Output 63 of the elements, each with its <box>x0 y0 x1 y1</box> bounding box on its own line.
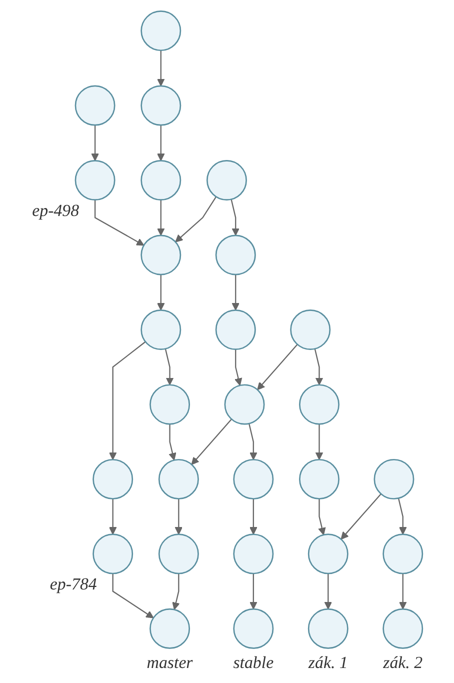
branch-label: ep-784 <box>49 574 96 594</box>
commit-circle <box>74 85 115 126</box>
arrow <box>231 274 240 310</box>
arrow <box>156 125 164 162</box>
branch-label: zák. 1 <box>308 652 348 672</box>
branch-label: zák. 2 <box>382 652 422 672</box>
arrow <box>108 498 116 535</box>
arrow <box>249 498 257 535</box>
arrow <box>94 200 144 246</box>
commit-circle <box>382 534 423 574</box>
arrow <box>256 344 298 390</box>
commit-circle <box>307 534 348 574</box>
arrow <box>324 574 332 610</box>
arrow <box>249 574 257 610</box>
commit-circle <box>232 608 274 649</box>
arrow <box>156 274 164 310</box>
arrow <box>174 196 216 242</box>
arrow <box>340 494 381 540</box>
commit-circle <box>382 608 423 649</box>
arrow <box>314 348 323 386</box>
commit-circle <box>206 160 246 200</box>
commit-circle <box>140 10 181 52</box>
arrow <box>164 348 174 386</box>
arrow <box>172 574 180 610</box>
arrow <box>314 424 323 460</box>
branch-label: stable <box>232 652 274 672</box>
arrow <box>190 418 232 465</box>
commit-circle <box>214 309 256 350</box>
commit-circle <box>149 608 190 649</box>
commit-circle <box>232 534 274 574</box>
commit-circle <box>140 85 181 126</box>
commit-circle <box>290 309 330 350</box>
arrow <box>234 349 242 386</box>
arrow <box>174 498 182 535</box>
commit-circle <box>92 534 133 574</box>
commit-circle <box>92 458 133 500</box>
commit-circle <box>74 160 115 200</box>
branch-label: ep-498 <box>32 200 79 220</box>
commit-circle <box>298 458 339 500</box>
commit-circle <box>373 458 414 500</box>
commit-circle <box>140 160 181 200</box>
arrow <box>398 574 406 610</box>
commit-circle <box>214 234 256 276</box>
commit-circle <box>140 309 181 350</box>
arrow <box>168 424 176 460</box>
branch-label: master <box>146 652 192 672</box>
commit-circle <box>158 534 198 574</box>
arrow <box>397 498 406 535</box>
commit-circle <box>307 608 348 649</box>
commit-circle <box>158 458 198 500</box>
arrow <box>112 574 154 618</box>
commit-circle <box>232 458 274 500</box>
arrow <box>248 423 257 460</box>
arrow <box>156 200 164 236</box>
commit-circle <box>224 384 264 425</box>
commit-circle <box>149 384 190 425</box>
arrow <box>108 341 146 460</box>
commit-circle <box>140 234 181 276</box>
arrow <box>90 125 98 162</box>
commit-circle <box>298 384 339 425</box>
arrow <box>156 50 164 86</box>
arrow <box>230 199 240 236</box>
arrow <box>318 498 326 536</box>
